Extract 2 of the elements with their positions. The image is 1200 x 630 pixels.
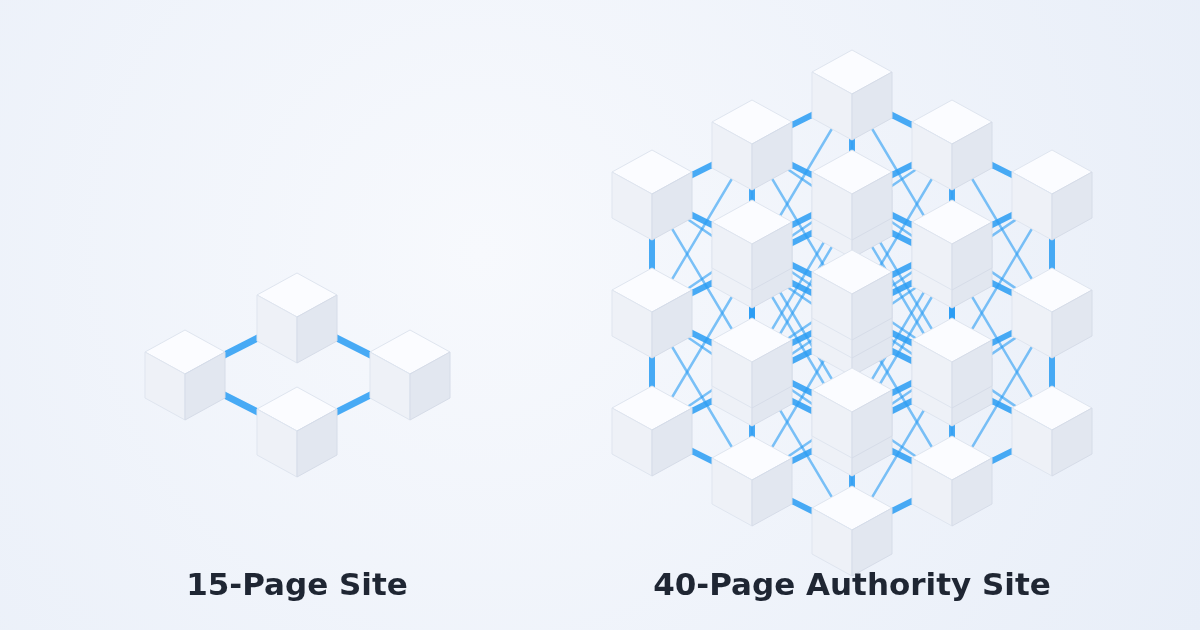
caption-text: 40-Page Authority Site	[653, 566, 1051, 602]
caption-text: 15-Page Site	[186, 566, 408, 602]
